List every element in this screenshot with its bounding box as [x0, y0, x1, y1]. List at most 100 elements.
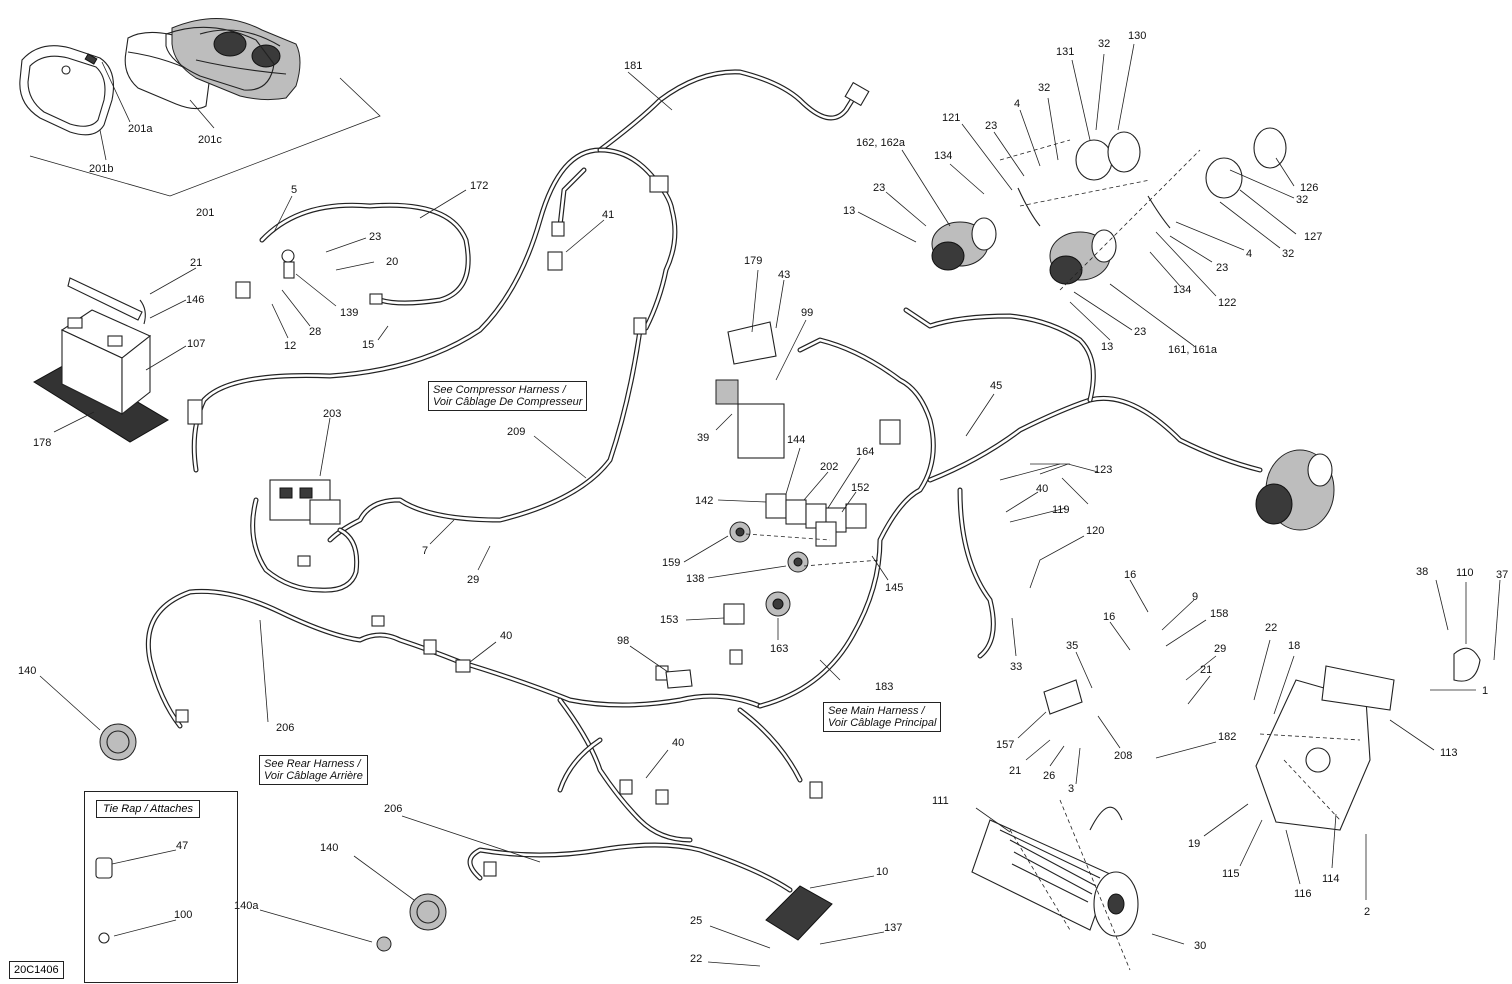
- label-45: 45: [990, 380, 1003, 392]
- label-206-a: 206: [276, 722, 295, 734]
- label-3: 3: [1068, 783, 1075, 795]
- label-159: 159: [662, 557, 681, 569]
- note-rear-harness: See Rear Harness / Voir Câblage Arrière: [259, 755, 368, 785]
- label-113: 113: [1440, 747, 1458, 759]
- label-22-a: 22: [690, 953, 703, 965]
- instrument-cluster: [19, 18, 381, 197]
- label-164: 164: [856, 446, 875, 458]
- label-162: 162, 162a: [856, 137, 905, 149]
- note-compressor-harness: See Compressor Harness / Voir Câblage De…: [428, 381, 588, 411]
- label-40-c: 40: [1036, 483, 1049, 495]
- lights: [99, 723, 447, 952]
- control-module: [765, 885, 833, 941]
- label-35: 35: [1066, 640, 1079, 652]
- label-13-a: 13: [843, 205, 856, 217]
- label-206-b: 206: [384, 803, 403, 815]
- label-20: 20: [386, 256, 399, 268]
- tie-rap-box: [84, 791, 238, 983]
- label-25: 25: [690, 915, 703, 927]
- label-99: 99: [801, 307, 814, 319]
- label-40-b: 40: [672, 737, 685, 749]
- label-2: 2: [1364, 906, 1371, 918]
- label-142: 142: [695, 495, 714, 507]
- label-201a: 201a: [128, 123, 153, 135]
- label-12: 12: [284, 340, 297, 352]
- label-157: 157: [996, 739, 1015, 751]
- label-153: 153: [660, 614, 679, 626]
- relay-block: [269, 479, 341, 525]
- note-main-line-2: Voir Câblage Principal: [828, 717, 937, 729]
- label-137: 137: [884, 922, 903, 934]
- label-172: 172: [470, 180, 489, 192]
- note-rear-line-2: Voir Câblage Arrière: [264, 770, 363, 782]
- label-139: 139: [340, 307, 359, 319]
- label-100: 100: [174, 909, 193, 921]
- label-21: 21: [190, 257, 203, 269]
- label-30: 30: [1194, 940, 1207, 952]
- label-158: 158: [1210, 608, 1229, 620]
- label-7: 7: [422, 545, 429, 557]
- label-208: 208: [1114, 750, 1133, 762]
- label-9: 9: [1192, 591, 1199, 603]
- label-110: 110: [1456, 567, 1474, 579]
- note-rear-line-1: See Rear Harness /: [264, 758, 361, 770]
- label-23-e: 23: [1134, 326, 1147, 338]
- note-compressor-line-1: See Compressor Harness /: [433, 384, 566, 396]
- harness-wires: [145, 69, 1263, 893]
- fuse-box: [715, 321, 785, 459]
- label-4-b: 4: [1246, 248, 1253, 260]
- label-18: 18: [1288, 640, 1301, 652]
- label-183: 183: [875, 681, 894, 693]
- label-201c: 201c: [198, 134, 222, 146]
- label-29-b: 29: [1214, 643, 1227, 655]
- label-134-b: 134: [1173, 284, 1192, 296]
- winch-mount-plate: [1255, 647, 1481, 831]
- label-116: 116: [1294, 888, 1312, 900]
- label-161: 161, 161a: [1168, 344, 1217, 356]
- label-33: 33: [1010, 661, 1023, 673]
- label-1: 1: [1482, 685, 1489, 697]
- label-16-a: 16: [1124, 569, 1137, 581]
- label-138: 138: [686, 573, 705, 585]
- label-38: 38: [1416, 566, 1429, 578]
- label-146: 146: [186, 294, 205, 306]
- label-163: 163: [770, 643, 789, 655]
- label-179: 179: [744, 255, 763, 267]
- tie-rap-title: Tie Rap / Attaches: [96, 800, 200, 818]
- label-21-b: 21: [1200, 664, 1213, 676]
- diagram-code: 20C1406: [9, 961, 64, 979]
- label-131: 131: [1056, 46, 1075, 58]
- label-152: 152: [851, 482, 870, 494]
- note-main-line-1: See Main Harness /: [828, 705, 925, 717]
- label-201b: 201b: [89, 163, 114, 175]
- label-119: 119: [1052, 504, 1070, 516]
- switches: [665, 521, 809, 689]
- label-21-c: 21: [1009, 765, 1022, 777]
- label-144: 144: [787, 434, 806, 446]
- label-28: 28: [309, 326, 322, 338]
- label-16-b: 16: [1103, 611, 1116, 623]
- label-13-b: 13: [1101, 341, 1114, 353]
- label-39: 39: [697, 432, 710, 444]
- label-32-b: 32: [1098, 38, 1111, 50]
- label-5: 5: [291, 184, 298, 196]
- label-15: 15: [362, 339, 375, 351]
- label-121: 121: [942, 112, 961, 124]
- relay-row: [765, 419, 901, 547]
- label-181: 181: [624, 60, 643, 72]
- label-126: 126: [1300, 182, 1319, 194]
- label-98: 98: [617, 635, 630, 647]
- compressor-assembly: [931, 127, 1287, 285]
- label-134-a: 134: [934, 150, 953, 162]
- label-32-c: 32: [1296, 194, 1309, 206]
- note-main-harness: See Main Harness / Voir Câblage Principa…: [823, 702, 942, 732]
- label-120: 120: [1086, 525, 1105, 537]
- winch: [971, 806, 1139, 937]
- label-26: 26: [1043, 770, 1056, 782]
- label-130: 130: [1128, 30, 1147, 42]
- label-19: 19: [1188, 838, 1201, 850]
- label-127: 127: [1304, 231, 1323, 243]
- leader-lines: [39, 43, 1501, 971]
- battery: [33, 277, 169, 443]
